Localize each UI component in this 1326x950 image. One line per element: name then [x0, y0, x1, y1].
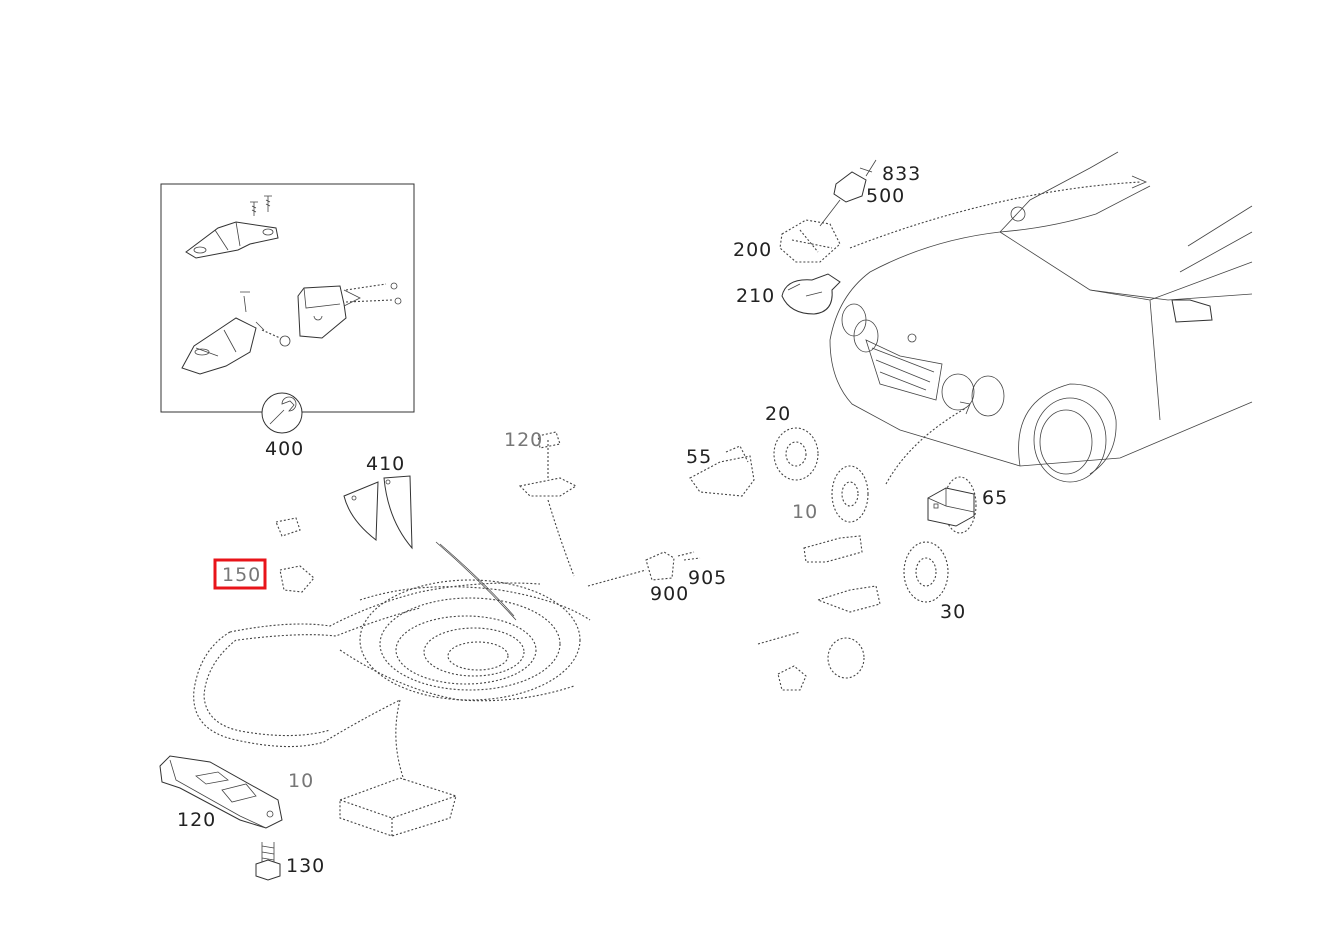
callout-210[interactable]: 210: [736, 285, 775, 307]
callout-10[interactable]: 10: [792, 501, 818, 523]
leader-arrow-top: [849, 181, 1141, 249]
callout-900[interactable]: 900: [650, 583, 689, 605]
wrench-icon: [261, 392, 303, 434]
part-group-900: [587, 551, 701, 587]
callout-200[interactable]: 200: [733, 239, 772, 261]
callout-55[interactable]: 55: [686, 446, 712, 468]
callout-833[interactable]: 833: [882, 163, 921, 185]
part-group-200: [779, 159, 877, 315]
part-relay-65: [927, 476, 977, 534]
callout-lower-1[interactable]: 10: [288, 770, 314, 792]
callout-30[interactable]: 30: [940, 601, 966, 623]
callout-410[interactable]: 410: [366, 453, 405, 475]
callout-upper-1[interactable]: 120: [504, 429, 543, 451]
part-bracket-120: [159, 755, 283, 829]
part-bolt-130: [255, 842, 281, 881]
part-control-module: [339, 777, 457, 837]
callout-130[interactable]: 130: [286, 855, 325, 877]
inset-panel-400: [160, 183, 415, 434]
callout-120[interactable]: 120: [177, 809, 216, 831]
callout-905[interactable]: 905: [688, 567, 727, 589]
part-group-20-55: [689, 427, 949, 691]
leader-arrow-bottom: [885, 407, 967, 485]
callout-20[interactable]: 20: [765, 403, 791, 425]
callout-400[interactable]: 400: [265, 438, 304, 460]
part-panels-410: [343, 475, 413, 550]
car-illustration: [829, 151, 1253, 483]
callout-500[interactable]: 500: [866, 185, 905, 207]
callout-150-highlighted[interactable]: 150: [222, 564, 261, 586]
wiring-harness: [193, 431, 591, 781]
highlight-box: [213, 558, 267, 590]
callout-65[interactable]: 65: [982, 487, 1008, 509]
